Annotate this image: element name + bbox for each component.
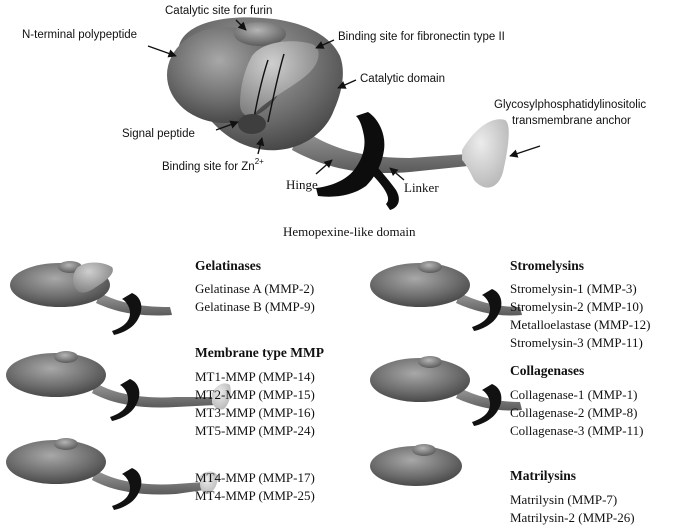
zinc-site-shape [238, 114, 266, 134]
label-zinc-prefix: Binding site for Zn [162, 161, 255, 173]
membrane-mmp-group: Membrane type MMP MT1-MMP (MMP-14) MT2-M… [195, 345, 324, 438]
arrow-linker [389, 167, 405, 181]
main-mmp-model [167, 17, 509, 210]
fibronectin-domain-shape [240, 41, 319, 116]
collagenases-item-0: Collagenase-1 (MMP-1) [510, 387, 637, 402]
matrilysins-group: Matrilysins Matrilysin (MMP-7) Matrilysi… [510, 468, 635, 525]
stromelysins-item-0: Stromelysin-1 (MMP-3) [510, 281, 637, 296]
furin-cap [234, 22, 286, 46]
label-arrows [147, 19, 541, 181]
gelatinases-group: Gelatinases Gelatinase A (MMP-2) Gelatin… [195, 258, 315, 314]
matrilysins-item-1: Matrilysin-2 (MMP-26) [510, 510, 635, 525]
label-zinc-superscript: 2+ [255, 157, 264, 166]
label-linker: Linker [404, 180, 439, 195]
fibronectin-stripe-2 [267, 53, 285, 123]
stromelysins-item-1: Stromelysin-2 (MMP-10) [510, 299, 643, 314]
matrilysins-item-0: Matrilysin (MMP-7) [510, 492, 617, 507]
gelatinases-title: Gelatinases [195, 258, 261, 273]
stromelysins-item-3: Stromelysin-3 (MMP-11) [510, 335, 643, 350]
mt4-mmp-group: MT4-MMP (MMP-17) MT4-MMP (MMP-25) [195, 470, 315, 503]
label-gpi-line1: Glycosylphosphatidylinositolic [494, 99, 646, 111]
stromelysins-group: Stromelysins Stromelysin-1 (MMP-3) Strom… [510, 258, 650, 350]
membrane-mmp-protein-thumb [6, 351, 231, 421]
stromelysins-title: Stromelysins [510, 258, 584, 273]
arrow-fibronectin [315, 39, 335, 49]
collagenases-item-2: Collagenase-3 (MMP-11) [510, 423, 643, 438]
label-n-terminal: N-terminal polypeptide [22, 29, 137, 41]
fibronectin-stripe-1 [253, 59, 269, 119]
arrow-gpi [509, 145, 541, 158]
label-gpi-line2: transmembrane anchor [512, 115, 631, 127]
main-labels: Catalytic site for furin N-terminal poly… [22, 5, 646, 239]
matrilysin-protein-thumb [370, 444, 462, 486]
hemopexin-domain-shape [316, 112, 399, 210]
arrow-zinc [256, 137, 265, 155]
collagenases-group: Collagenases Collagenase-1 (MMP-1) Colla… [510, 363, 643, 438]
label-signal-peptide: Signal peptide [122, 128, 195, 140]
mt4-mmp-item-0: MT4-MMP (MMP-17) [195, 470, 315, 485]
label-hemopexin: Hemopexine-like domain [283, 224, 416, 239]
arrow-hinge [315, 159, 333, 175]
mt4-mmp-protein-thumb [6, 438, 218, 510]
membrane-mmp-item-2: MT3-MMP (MMP-16) [195, 405, 315, 420]
membrane-mmp-item-1: MT2-MMP (MMP-15) [195, 387, 315, 402]
matrilysins-title: Matrilysins [510, 468, 576, 483]
stromelysin-protein-thumb [370, 261, 522, 331]
collagenases-item-1: Collagenase-2 (MMP-8) [510, 405, 637, 420]
stromelysins-item-2: Metalloelastase (MMP-12) [510, 317, 650, 332]
gelatinases-item-0: Gelatinase A (MMP-2) [195, 281, 314, 296]
mt4-mmp-item-1: MT4-MMP (MMP-25) [195, 488, 315, 503]
linker-stem [292, 128, 468, 174]
membrane-mmp-title: Membrane type MMP [195, 345, 324, 360]
membrane-mmp-item-3: MT5-MMP (MMP-24) [195, 423, 315, 438]
gelatinases-item-1: Gelatinase B (MMP-9) [195, 299, 315, 314]
label-furin: Catalytic site for furin [165, 5, 272, 17]
label-catalytic-domain: Catalytic domain [360, 73, 445, 85]
collagenases-title: Collagenases [510, 363, 584, 378]
arrow-furin [235, 19, 247, 31]
membrane-mmp-item-0: MT1-MMP (MMP-14) [195, 369, 315, 384]
arrow-signal [215, 120, 239, 131]
arrow-n-terminal [147, 45, 177, 58]
label-zinc: Binding site for Zn2+ [162, 157, 264, 173]
arrow-catalytic [337, 79, 357, 89]
gpi-anchor-shape [462, 119, 509, 188]
gelatinase-protein-thumb [10, 261, 172, 335]
label-hinge: Hinge [286, 177, 318, 192]
label-fibronectin: Binding site for fibronectin type II [338, 31, 505, 43]
collagenase-protein-thumb [370, 356, 522, 426]
